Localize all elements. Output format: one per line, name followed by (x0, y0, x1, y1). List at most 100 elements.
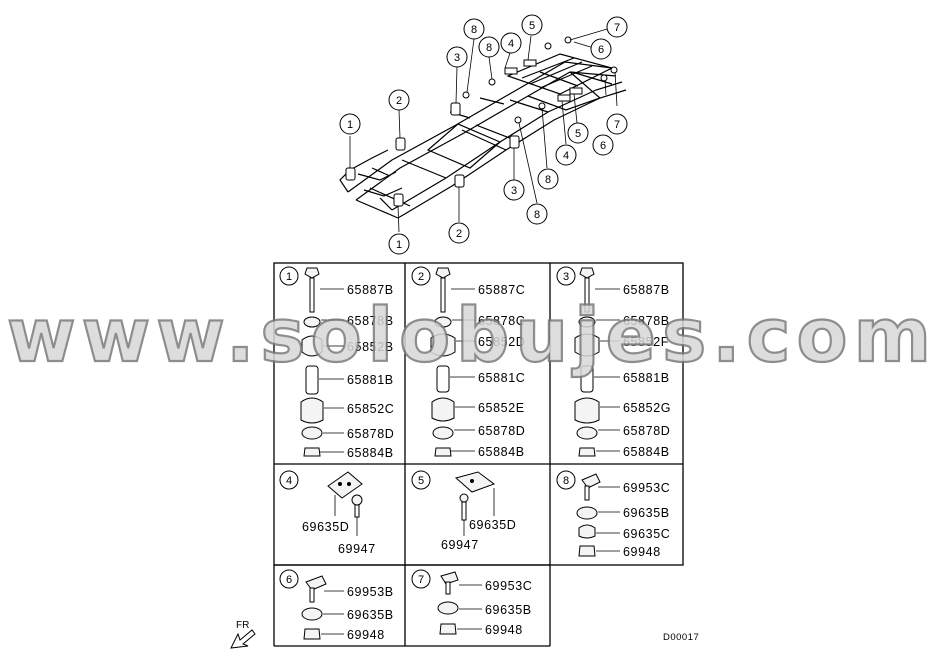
svg-text:1: 1 (286, 271, 292, 283)
panel-5-leaders (463, 488, 495, 536)
svg-text:8: 8 (486, 42, 492, 54)
svg-text:5: 5 (418, 475, 424, 487)
panel-number-8: 8 (556, 470, 576, 490)
part-label-69635B-6: 69635B (347, 608, 394, 622)
part-label-65852B: 65852B (347, 340, 394, 354)
callout-5b: 5 (567, 122, 589, 144)
panel-8-parts (576, 473, 601, 557)
part-label-69635B: 69635B (623, 506, 670, 520)
callout-4b: 4 (555, 144, 577, 166)
part-label-69948: 69948 (623, 545, 661, 559)
part-label-69953B: 69953B (347, 585, 394, 599)
callout-8b: 8 (478, 36, 500, 58)
panel-number-2: 2 (411, 266, 431, 286)
svg-text:2: 2 (456, 228, 462, 240)
part-label-69635D: 69635D (302, 520, 349, 534)
part-label-65878D: 65878D (347, 427, 394, 441)
callout-8c: 8 (537, 168, 559, 190)
callout-3b: 3 (503, 179, 525, 201)
callout-8d: 8 (526, 203, 548, 225)
part-label-65881B-3: 65881B (623, 371, 670, 385)
panel-7-parts (437, 571, 459, 635)
watermark: www.solobujes.com (7, 293, 937, 379)
part-label-65878D-3: 65878D (623, 424, 670, 438)
svg-text:4: 4 (563, 150, 569, 162)
part-label-65887B-3: 65887B (623, 283, 670, 297)
panel-number-6: 6 (279, 569, 299, 589)
callout-5a: 5 (521, 14, 543, 36)
svg-text:8: 8 (545, 174, 551, 186)
panel-2-parts (430, 267, 456, 457)
panel-4-leaders (334, 495, 358, 536)
panel-number-4: 4 (279, 470, 299, 490)
callout-1a: 1 (339, 113, 361, 135)
panel-1-leaders (319, 288, 344, 453)
chassis-frame (339, 53, 627, 219)
part-label-65852G: 65852G (623, 401, 671, 415)
svg-text:8: 8 (534, 209, 540, 221)
part-label-65878C: 65878C (478, 314, 525, 328)
panel-3-leaders (594, 288, 620, 452)
part-label-65852F: 65852F (623, 335, 669, 349)
panel-number-5: 5 (411, 470, 431, 490)
part-label-65852C: 65852C (347, 402, 394, 416)
part-label-69948-7: 69948 (485, 623, 523, 637)
panel-6-parts (301, 575, 327, 640)
svg-text:3: 3 (511, 185, 517, 197)
part-label-65884B-3: 65884B (623, 445, 670, 459)
svg-text:6: 6 (286, 574, 292, 586)
svg-text:4: 4 (508, 38, 514, 50)
svg-text:5: 5 (529, 20, 535, 32)
svg-text:3: 3 (454, 52, 460, 64)
panel-7-leaders (457, 584, 482, 630)
part-label-69948-6: 69948 (347, 628, 385, 642)
panel-number-7: 7 (411, 569, 431, 589)
svg-text:6: 6 (598, 44, 604, 56)
part-label-65881C: 65881C (478, 371, 525, 385)
callout-2a: 2 (388, 89, 410, 111)
part-label-65881B: 65881B (347, 373, 394, 387)
panel-6-leaders (321, 590, 344, 635)
panel-number-3: 3 (556, 266, 576, 286)
panel-8-leaders (596, 486, 620, 552)
part-label-69947-5: 69947 (441, 538, 479, 552)
callout-3a: 3 (446, 46, 468, 68)
part-label-69635B-7: 69635B (485, 603, 532, 617)
svg-text:4: 4 (286, 475, 292, 487)
svg-text:6: 6 (600, 140, 606, 152)
parts-table-grid (273, 262, 684, 647)
front-direction-arrow-icon (230, 629, 256, 649)
part-label-69947: 69947 (338, 542, 376, 556)
part-label-65852E: 65852E (478, 401, 525, 415)
part-label-65884B: 65884B (347, 446, 394, 460)
svg-text:7: 7 (614, 22, 620, 34)
part-label-65878D-2: 65878D (478, 424, 525, 438)
callout-8a: 8 (463, 18, 485, 40)
svg-text:7: 7 (614, 119, 620, 131)
frame-mounts (345, 36, 618, 207)
panel-1-parts (300, 267, 324, 457)
panel-4-parts (327, 471, 363, 518)
part-label-65852D: 65852D (478, 335, 525, 349)
part-label-65878B: 65878B (347, 314, 394, 328)
part-label-65878B-3: 65878B (623, 314, 670, 328)
svg-text:7: 7 (418, 574, 424, 586)
leader-lines (349, 26, 618, 233)
part-label-69953C: 69953C (623, 481, 670, 495)
part-label-65884B-2: 65884B (478, 445, 525, 459)
panel-2-leaders (450, 288, 475, 452)
svg-text:1: 1 (347, 119, 353, 131)
front-direction-label: FR (236, 620, 249, 631)
callout-1b: 1 (388, 233, 410, 255)
svg-text:3: 3 (563, 271, 569, 283)
callout-6b: 6 (592, 134, 614, 156)
svg-text:5: 5 (575, 128, 581, 140)
callout-7b: 7 (606, 113, 628, 135)
part-label-65887C: 65887C (478, 283, 525, 297)
part-label-69635D-5: 69635D (469, 518, 516, 532)
svg-text:2: 2 (418, 271, 424, 283)
callout-6a: 6 (590, 38, 612, 60)
svg-text:2: 2 (396, 95, 402, 107)
svg-text:8: 8 (471, 24, 477, 36)
